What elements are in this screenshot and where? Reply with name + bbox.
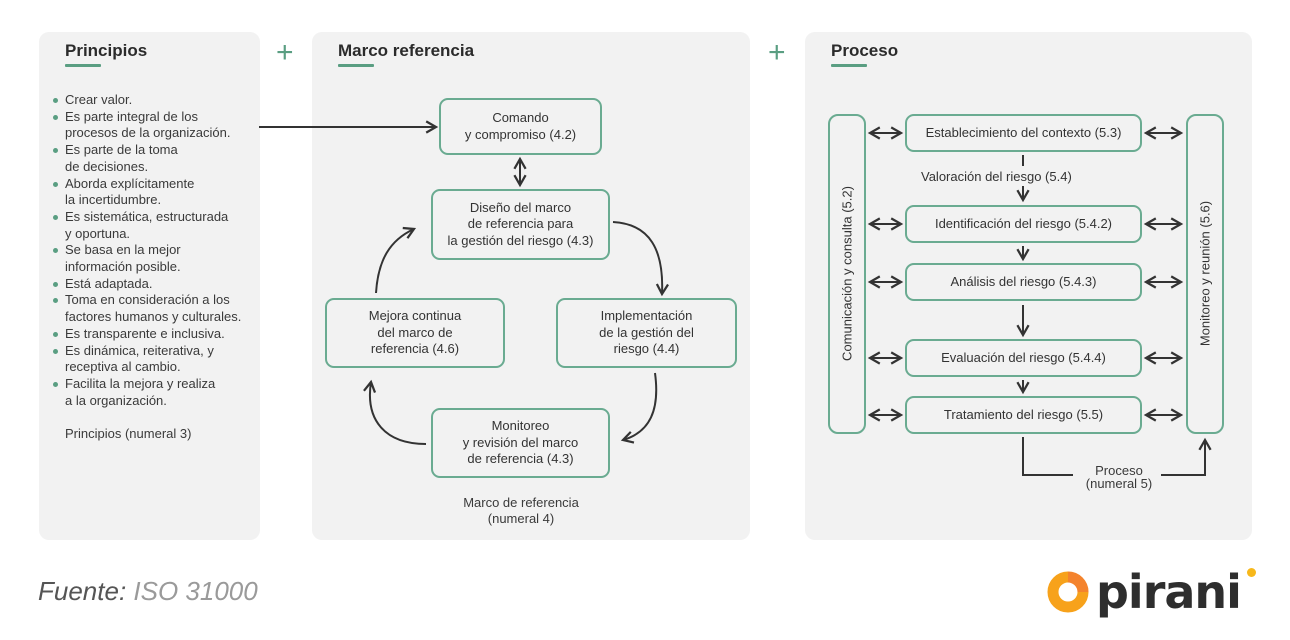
principle-item: Está adaptada. bbox=[52, 276, 262, 293]
proceso-title: Proceso bbox=[831, 41, 899, 60]
bar-comunicacion-label: Comunicación y consulta (5.2) bbox=[839, 186, 855, 361]
principios-title: Principios bbox=[65, 41, 148, 60]
plus-icon: + bbox=[276, 36, 294, 69]
step-tratamiento-riesgo: Tratamiento del riesgo (5.5) bbox=[905, 396, 1142, 434]
pirani-logo: pirani bbox=[1046, 562, 1256, 622]
source-label: Fuente: bbox=[38, 576, 127, 606]
bar-monitoreo-reunion bbox=[1186, 114, 1224, 434]
logo-dot bbox=[1247, 568, 1256, 577]
step-establecimiento-contexto: Establecimiento del contexto (5.3) bbox=[905, 114, 1142, 152]
plus-icon: + bbox=[768, 36, 786, 69]
source-footer: Fuente: ISO 31000 bbox=[38, 576, 258, 607]
title-underline bbox=[65, 64, 101, 67]
title-underline bbox=[338, 64, 374, 67]
principios-note: Principios (numeral 3) bbox=[65, 426, 192, 441]
bar-comunicacion-consulta bbox=[828, 114, 866, 434]
step-evaluacion-riesgo: Evaluación del riesgo (5.4.4) bbox=[905, 339, 1142, 377]
source-value: ISO 31000 bbox=[133, 576, 258, 606]
bar-monitoreo-label: Monitoreo y reunión (5.6) bbox=[1197, 200, 1213, 347]
logo-text: pirani bbox=[1096, 565, 1242, 619]
donut-ring-icon bbox=[1047, 571, 1089, 613]
step-analisis-riesgo: Análisis del riesgo (5.4.3) bbox=[905, 263, 1142, 301]
marco-note: Marco de referencia(numeral 4) bbox=[463, 495, 579, 526]
step-identificacion-riesgo: Identificación del riesgo (5.4.2) bbox=[905, 205, 1142, 243]
proceso-note: Proceso(numeral 5) bbox=[1085, 463, 1153, 491]
valoracion-label: Valoración del riesgo (5.4) bbox=[921, 169, 1072, 184]
principle-item: Es transparente e inclusiva. bbox=[52, 326, 262, 343]
title-underline bbox=[831, 64, 867, 67]
principle-item: Crear valor. bbox=[52, 92, 262, 109]
marco-title: Marco referencia bbox=[338, 41, 475, 60]
principios-panel bbox=[39, 32, 260, 540]
